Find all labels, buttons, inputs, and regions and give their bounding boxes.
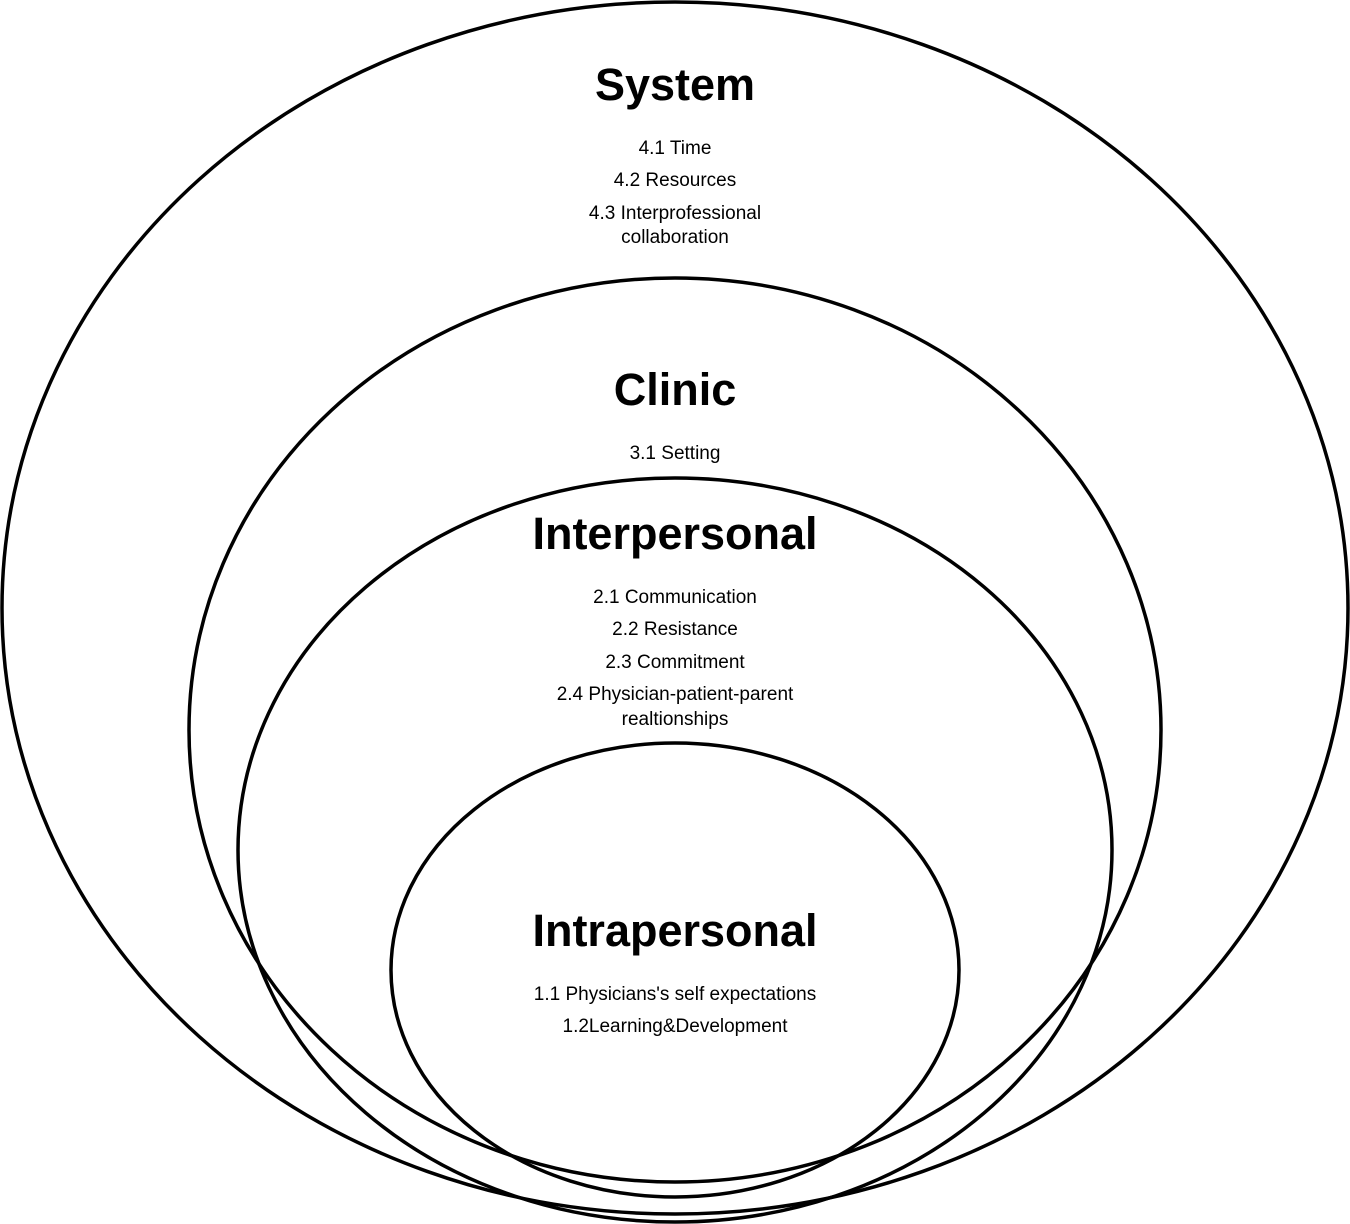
system-title: System [595, 59, 755, 110]
intrapersonal-item-learning: 1.2Learning&Development [563, 1016, 789, 1037]
interpersonal-ring [236, 476, 1114, 1224]
intrapersonal-ring [389, 741, 961, 1199]
clinic-item-setting: 3.1 Setting [630, 443, 721, 464]
interpersonal-item-relationships-line1: 2.4 Physician-patient-parent [557, 684, 794, 705]
intrapersonal-item-self-expectations: 1.1 Physicians's self expectations [534, 984, 816, 1005]
interpersonal-item-commitment: 2.3 Commitment [605, 652, 745, 673]
system-item-resources: 4.2 Resources [614, 170, 737, 191]
system-item-time: 4.1 Time [639, 138, 712, 159]
interpersonal-title: Interpersonal [532, 508, 817, 559]
system-item-collaboration-line2: collaboration [621, 227, 729, 248]
clinic-ring [187, 276, 1163, 1184]
interpersonal-item-resistance: 2.2 Resistance [612, 619, 738, 640]
interpersonal-item-relationships-line2: realtionships [622, 709, 729, 730]
system-item-collaboration-line1: 4.3 Interprofessional [589, 203, 761, 224]
clinic-title: Clinic [614, 364, 737, 415]
interpersonal-item-communication: 2.1 Communication [593, 587, 757, 608]
intrapersonal-title: Intrapersonal [532, 905, 817, 956]
